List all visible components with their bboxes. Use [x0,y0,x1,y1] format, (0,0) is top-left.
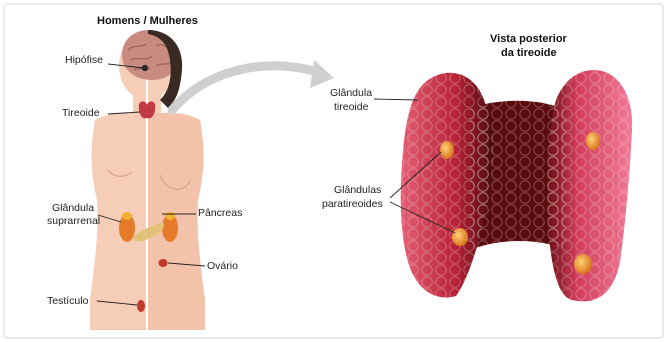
right-figure-title-line1: Vista posterior [490,33,567,46]
parathyroid-gland-lower-left [452,228,468,246]
label-ovario: Ovário [207,260,238,273]
left-figure-title: Homens / Mulheres [97,15,198,28]
label-testiculo: Testículo [47,295,88,308]
label-glandula-tireoide-2: tireoide [334,101,368,114]
human-body-silhouette [90,30,205,330]
label-glandula-suprarrenal-2: suprarrenal [47,215,100,228]
parathyroid-gland-upper-right [586,132,600,150]
ovary-gland [159,259,168,267]
label-glandula-suprarrenal-1: Glândula [52,202,94,215]
label-glandulas-paratireoides-1: Glândulas [334,184,381,197]
label-glandulas-paratireoides-2: paratireoides [322,198,383,211]
zoom-arrow [172,66,318,110]
arrow-head [310,60,334,88]
thyroid-posterior-view [401,70,632,301]
label-pancreas: Pâncreas [198,207,242,220]
right-figure-title-line2: da tireoide [501,47,557,60]
testicle-gland [137,300,145,312]
parathyroid-gland-upper-left [440,141,454,159]
label-glandula-tireoide-1: Glândula [330,87,372,100]
label-hipofise: Hipófise [65,54,103,67]
parathyroid-gland-lower-right [574,254,592,274]
label-tireoide: Tireoide [62,107,100,120]
